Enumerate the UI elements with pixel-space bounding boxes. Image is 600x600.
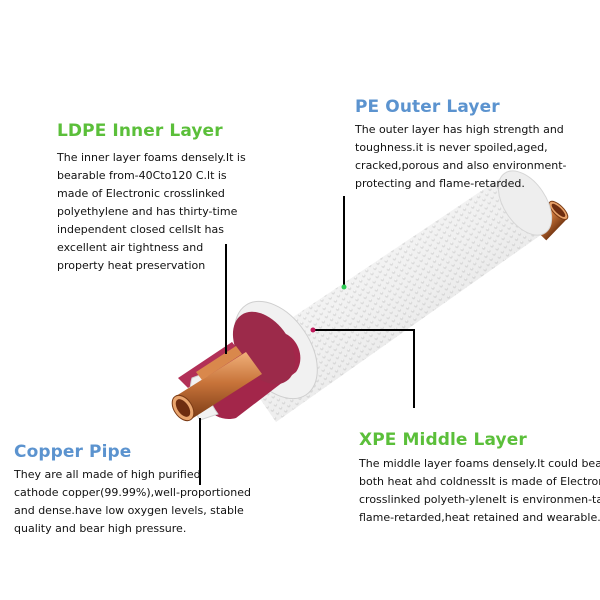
copper-pipe-front: [171, 346, 262, 422]
ldpe-description: The inner layer foams densely.It is beara…: [57, 149, 246, 275]
description-line: both heat ahd coldnessIt is made of Elec…: [359, 475, 600, 488]
description-line: cracked,porous and also environment-: [355, 159, 567, 172]
description-line: crosslinked polyeth-yleneIt is environme…: [359, 493, 600, 506]
description-line: cathode copper(99.99%),well-proportioned: [14, 486, 251, 499]
description-line: The outer layer has high strength and: [355, 123, 564, 136]
description-line: made of Electronic crosslinked: [57, 187, 225, 200]
pe-marker-dot: [341, 284, 347, 290]
xpe-marker-dot: [310, 327, 316, 333]
description-line: bearable from-40Cto120 C.lt is: [57, 169, 227, 182]
description-line: property heat preservation: [57, 259, 206, 272]
leader-lines: [199, 196, 415, 485]
description-line: and dense.have low oxygen levels, stable: [14, 504, 244, 517]
description-line: flame-retarded,heat retained and wearabl…: [359, 511, 600, 524]
pipe-illustration: [171, 170, 569, 422]
description-line: independent closed cellsIt has: [57, 223, 224, 236]
description-line: They are all made of high purified: [14, 468, 201, 481]
description-line: excellent air tightness and: [57, 241, 204, 254]
description-line: protecting and flame-retarded.: [355, 177, 525, 190]
description-line: The middle layer foams densely.It could …: [359, 457, 600, 470]
copper-title: Copper Pipe: [14, 442, 132, 462]
description-line: quality and bear high pressure.: [14, 522, 187, 535]
description-line: toughness.it is never spoiled,aged,: [355, 141, 548, 154]
pe-description: The outer layer has high strength and to…: [355, 121, 566, 193]
pe-title: PE Outer Layer: [355, 97, 500, 117]
xpe-title: XPE Middle Layer: [359, 430, 527, 450]
description-line: polyethylene and has thirty-time: [57, 205, 238, 218]
xpe-leader-line: [313, 329, 415, 408]
copper-description: They are all made of high purified cathod…: [14, 466, 251, 538]
ldpe-title: LDPE Inner Layer: [57, 121, 223, 141]
description-line: The inner layer foams densely.It is: [57, 151, 246, 164]
xpe-description: The middle layer foams densely.It could …: [359, 455, 600, 527]
